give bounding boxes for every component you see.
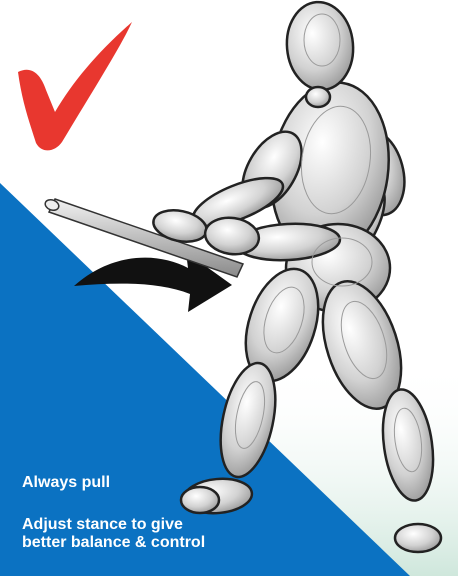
caption-adjust-stance: Adjust stance to give better balance & c… [22, 516, 322, 552]
caption-adjust-stance-line2: better balance & control [22, 534, 322, 552]
caption-adjust-stance-line1: Adjust stance to give [22, 516, 322, 534]
checkmark-icon [18, 22, 132, 150]
caption-always-pull: Always pull [22, 474, 110, 492]
